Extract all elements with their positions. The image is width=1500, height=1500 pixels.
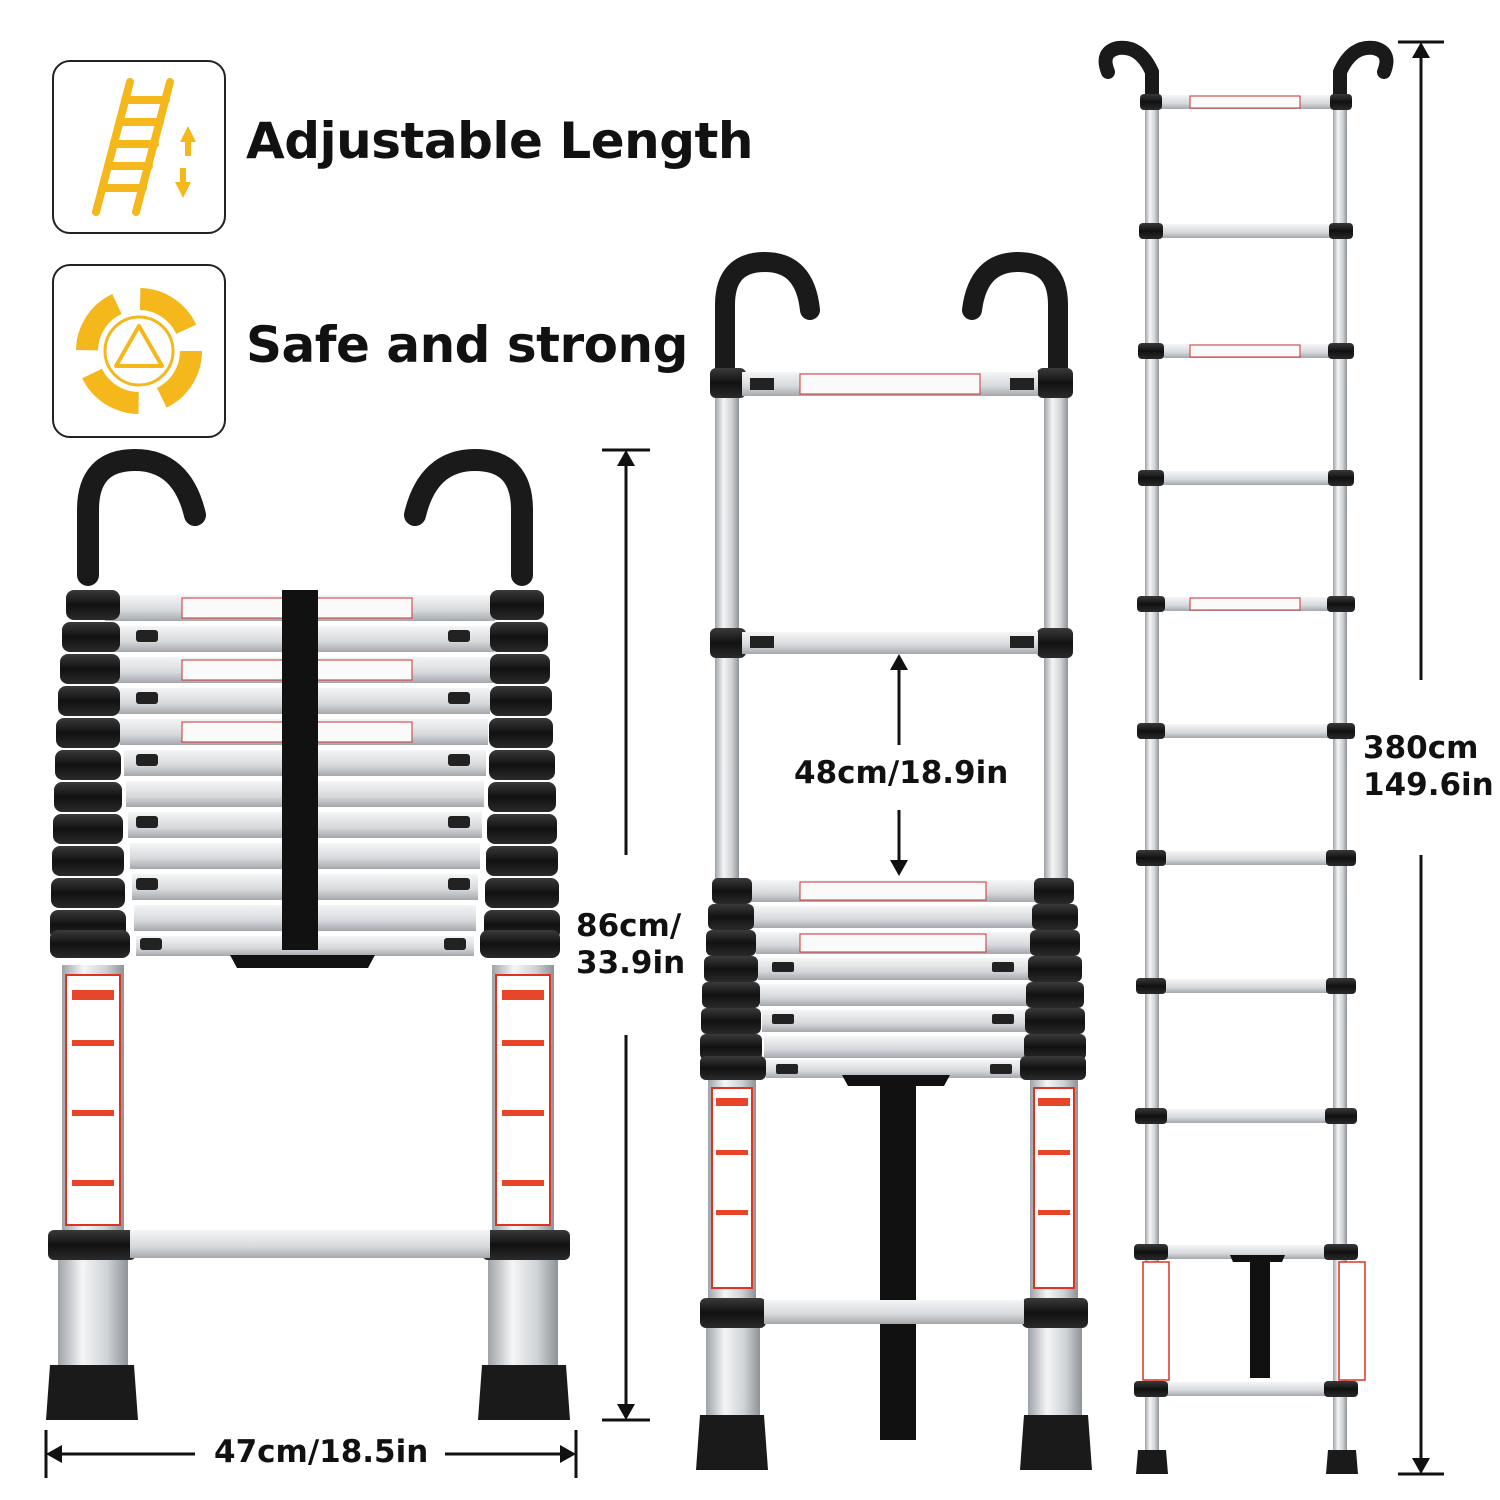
extended-height-label: 380cm 149.6in <box>1363 730 1494 804</box>
extended-height-cm: 380cm <box>1363 730 1479 766</box>
ladder-adjust-icon <box>92 78 196 216</box>
collapsed-ladder <box>46 448 570 1420</box>
partial-ladder <box>696 251 1092 1470</box>
extended-ladder <box>1098 40 1394 1474</box>
closed-height-in: 33.9in <box>576 945 686 982</box>
width-label: 47cm/18.5in <box>214 1434 429 1470</box>
closed-height-cm: 86cm/ <box>576 908 682 944</box>
closed-height-label: 86cm/ 33.9in <box>576 908 685 982</box>
safe-strong-icon-box <box>52 264 226 438</box>
adjustable-length-icon-box <box>52 60 226 234</box>
extended-height-in: 149.6in <box>1363 767 1494 804</box>
rung-spacing-label: 48cm/18.9in <box>794 755 1009 791</box>
feature-safe-strong: Safe and strong <box>246 316 688 374</box>
feature-adjustable-length: Adjustable Length <box>246 112 754 170</box>
safety-ring-triangle-icon <box>76 288 202 414</box>
